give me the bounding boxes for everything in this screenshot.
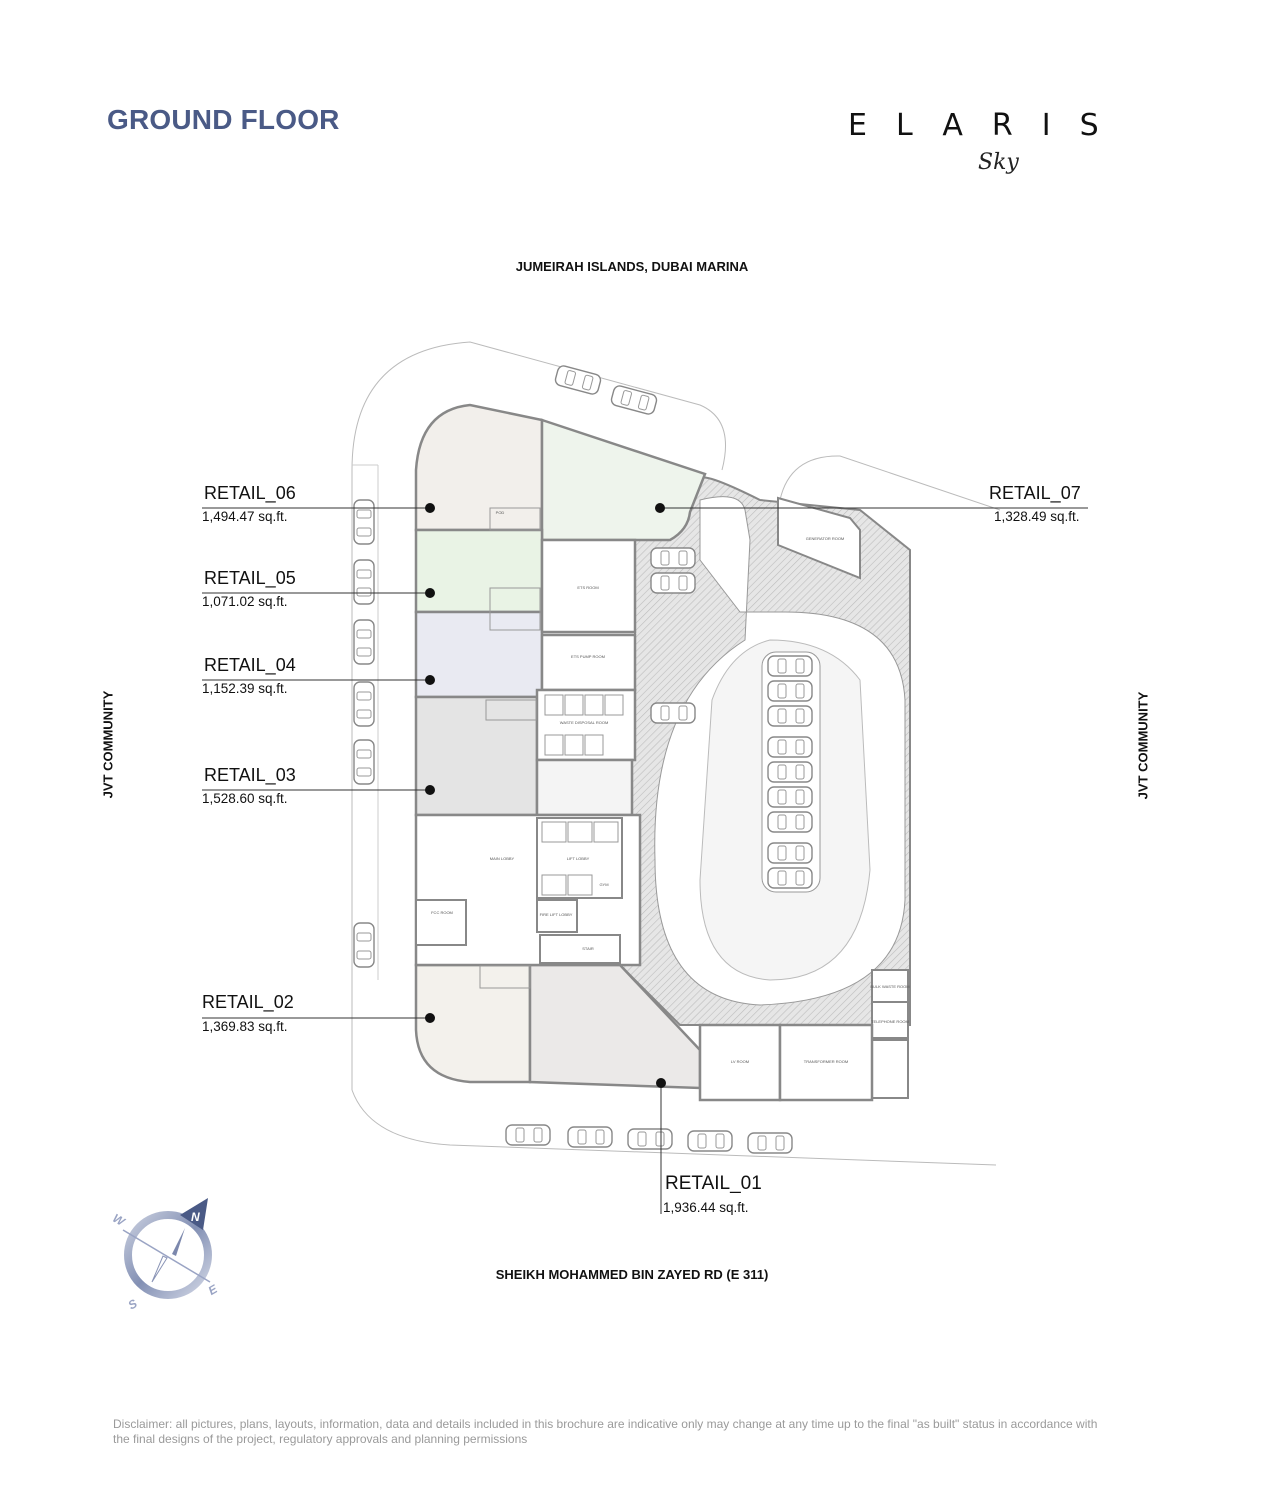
retail-06-area bbox=[414, 403, 544, 532]
room-label-lv: LV ROOM bbox=[731, 1059, 749, 1064]
unit-name-retail-03: RETAIL_03 bbox=[204, 765, 296, 785]
brand-logo-subtitle: Sky bbox=[978, 150, 1019, 175]
marker-retail-06 bbox=[425, 503, 435, 513]
room-label-stair: STAIR bbox=[582, 946, 594, 951]
retail-03-area bbox=[414, 695, 539, 817]
room-label-bulk-waste: BULK WASTE ROOM bbox=[870, 984, 909, 989]
brand-logo: ELARIS bbox=[848, 108, 1128, 143]
room-label-gym: GYM bbox=[599, 882, 608, 887]
room-label-fire-lift: FIRE LIFT LOBBY bbox=[540, 912, 573, 917]
marker-retail-07 bbox=[655, 503, 665, 513]
compass-icon: N W E S bbox=[110, 1198, 221, 1312]
room-label-fcc: FCC ROOM bbox=[431, 910, 453, 915]
compass-n: N bbox=[191, 1210, 200, 1224]
retail-05-area bbox=[414, 528, 544, 614]
unit-name-retail-07: RETAIL_07 bbox=[989, 483, 1081, 503]
compass-e: E bbox=[206, 1281, 221, 1298]
road-label-south: SHEIKH MOHAMMED BIN ZAYED RD (E 311) bbox=[495, 1267, 769, 1282]
unit-name-retail-01: RETAIL_01 bbox=[665, 1173, 762, 1194]
unit-area-retail-01: 1,936.44 sq.ft. bbox=[663, 1200, 749, 1215]
room-label-ets: ETS ROOM bbox=[577, 585, 598, 590]
room-label-lift-lobby: LIFT LOBBY bbox=[567, 856, 590, 861]
room-label-waste: WASTE DISPOSAL ROOM bbox=[560, 720, 609, 725]
unit-name-retail-06: RETAIL_06 bbox=[204, 483, 296, 503]
room-label-ets-pump: ETS PUMP ROOM bbox=[571, 654, 605, 659]
room-label-telephone: TELEPHONE ROOM bbox=[871, 1019, 909, 1024]
road-label-north: JUMEIRAH ISLANDS, DUBAI MARINA bbox=[515, 259, 749, 274]
marker-retail-02 bbox=[425, 1013, 435, 1023]
retail-04-area bbox=[414, 610, 544, 699]
marker-retail-03 bbox=[425, 785, 435, 795]
compass-s: S bbox=[126, 1296, 140, 1312]
room-label-generator: GENERATOR ROOM bbox=[806, 536, 845, 541]
retail-07-area bbox=[540, 418, 707, 542]
unit-name-retail-02: RETAIL_02 bbox=[202, 992, 294, 1012]
room-label-pod: POD bbox=[496, 510, 505, 515]
marker-retail-01 bbox=[656, 1078, 666, 1088]
unit-area-retail-07: 1,328.49 sq.ft. bbox=[994, 509, 1080, 524]
unit-name-retail-04: RETAIL_04 bbox=[204, 655, 296, 675]
unit-area-retail-06: 1,494.47 sq.ft. bbox=[202, 509, 288, 524]
retail-02-area bbox=[414, 963, 532, 1084]
unit-area-retail-05: 1,071.02 sq.ft. bbox=[202, 594, 288, 609]
unit-name-retail-05: RETAIL_05 bbox=[204, 568, 296, 588]
unit-area-retail-02: 1,369.83 sq.ft. bbox=[202, 1019, 288, 1034]
page-title: GROUND FLOOR bbox=[107, 104, 340, 135]
marker-retail-04 bbox=[425, 675, 435, 685]
compass-w: W bbox=[110, 1211, 128, 1230]
site-boundary bbox=[351, 341, 726, 1090]
room-label-transformer: TRANSFORMER ROOM bbox=[804, 1059, 848, 1064]
disclaimer: Disclaimer: all pictures, plans, layouts… bbox=[113, 1417, 1098, 1446]
unit-area-retail-03: 1,528.60 sq.ft. bbox=[202, 791, 288, 806]
marker-retail-05 bbox=[425, 588, 435, 598]
room-label-main-lobby: MAIN LOBBY bbox=[490, 856, 515, 861]
unit-area-retail-04: 1,152.39 sq.ft. bbox=[202, 681, 288, 696]
